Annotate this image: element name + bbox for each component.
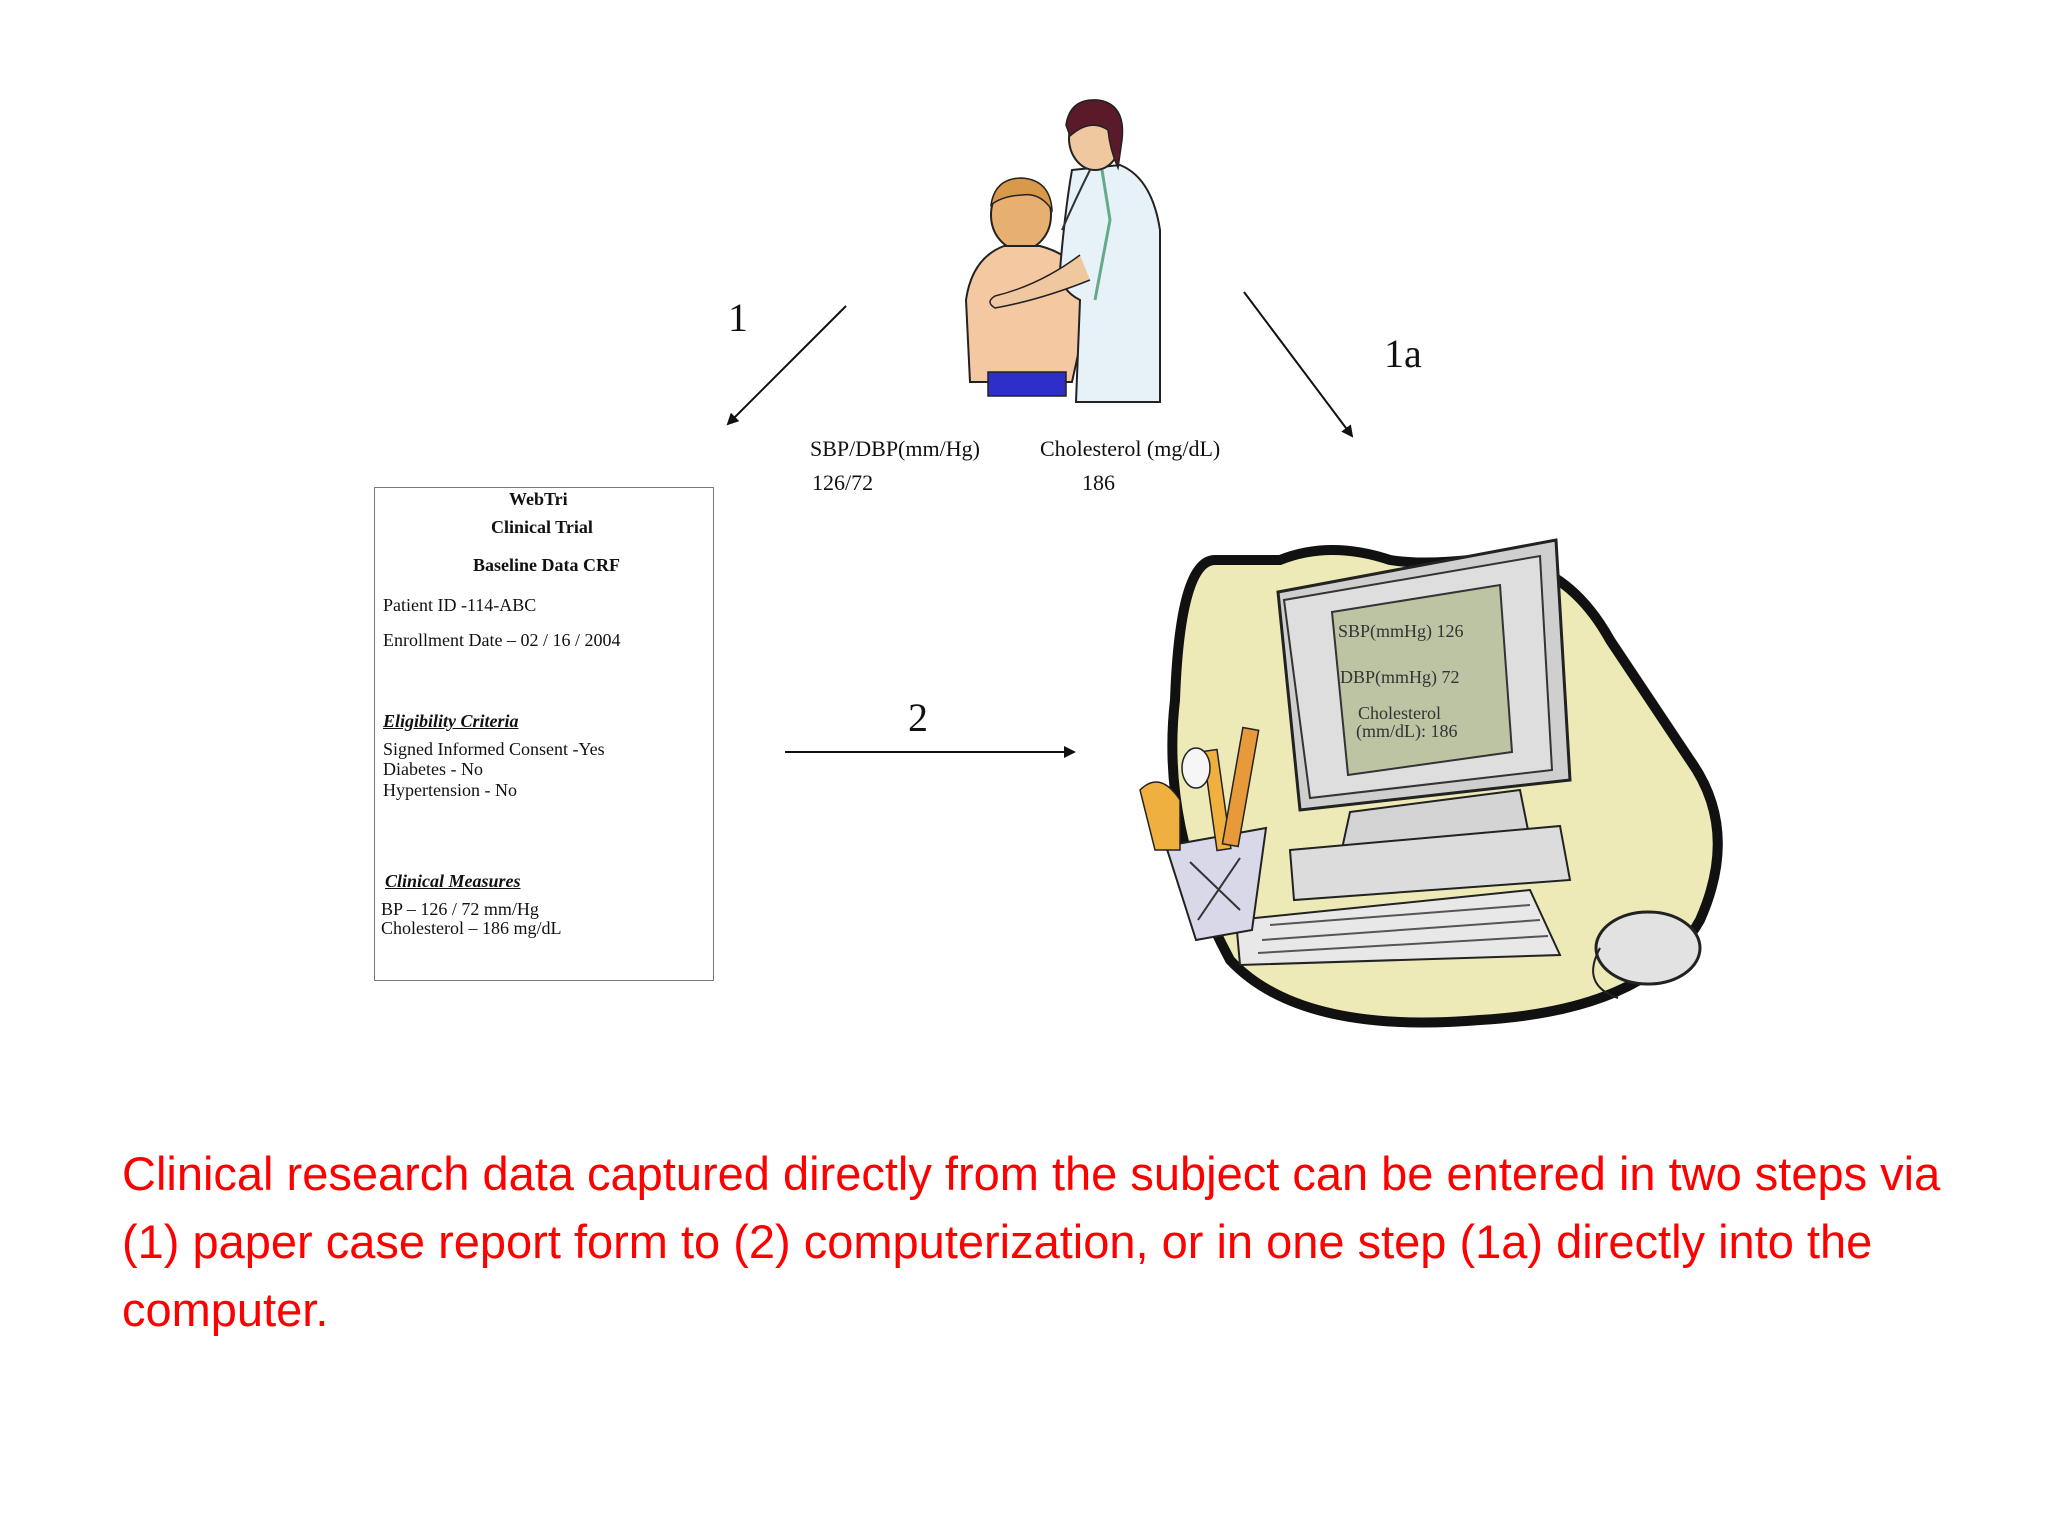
cholesterol-value: 186: [1082, 470, 1115, 495]
screen-sbp: SBP(mmHg) 126: [1338, 621, 1464, 641]
arrow-step-1a: [1243, 291, 1354, 438]
crf-title-webtri: WebTri: [509, 489, 568, 509]
crf-cholesterol: Cholesterol – 186 mg/dL: [381, 918, 562, 938]
screen-dbp: DBP(mmHg) 72: [1340, 667, 1460, 687]
step-2-label: 2: [908, 695, 928, 740]
step-1a-label: 1a: [1384, 331, 1422, 376]
crf-title-clinical-trial: Clinical Trial: [491, 517, 593, 537]
crf-eligibility-heading: Eligibility Criteria: [383, 711, 519, 731]
crf-bp: BP – 126 / 72 mm/Hg: [381, 899, 539, 919]
crf-title-baseline: Baseline Data CRF: [473, 555, 620, 575]
crf-patient-id: Patient ID -114-ABC: [383, 595, 537, 615]
caption-text: Clinical research data captured directly…: [122, 1147, 1941, 1336]
bp-value: 126/72: [812, 470, 874, 495]
crf-diabetes: Diabetes - No: [383, 759, 483, 779]
bp-header: SBP/DBP(mm/Hg): [810, 436, 980, 461]
step-1-label: 1: [728, 295, 748, 340]
cholesterol-header: Cholesterol (mg/dL): [1040, 436, 1221, 461]
crf-signed-consent: Signed Informed Consent -Yes: [383, 739, 605, 759]
crf-hypertension: Hypertension - No: [383, 780, 517, 800]
screen-cholesterol-value: (mm/dL): 186: [1356, 721, 1458, 741]
screen-cholesterol: Cholesterol: [1358, 703, 1441, 723]
doctor-examining-patient-icon: [964, 99, 1161, 403]
paper-crf-form: WebTri Clinical Trial Baseline Data CRF …: [374, 487, 714, 981]
crf-enrollment-date: Enrollment Date – 02 / 16 / 2004: [383, 630, 621, 650]
arrow-step-1: [726, 305, 847, 426]
crf-measures-heading: Clinical Measures: [385, 871, 521, 891]
desktop-computer-icon: [1139, 538, 1723, 1028]
